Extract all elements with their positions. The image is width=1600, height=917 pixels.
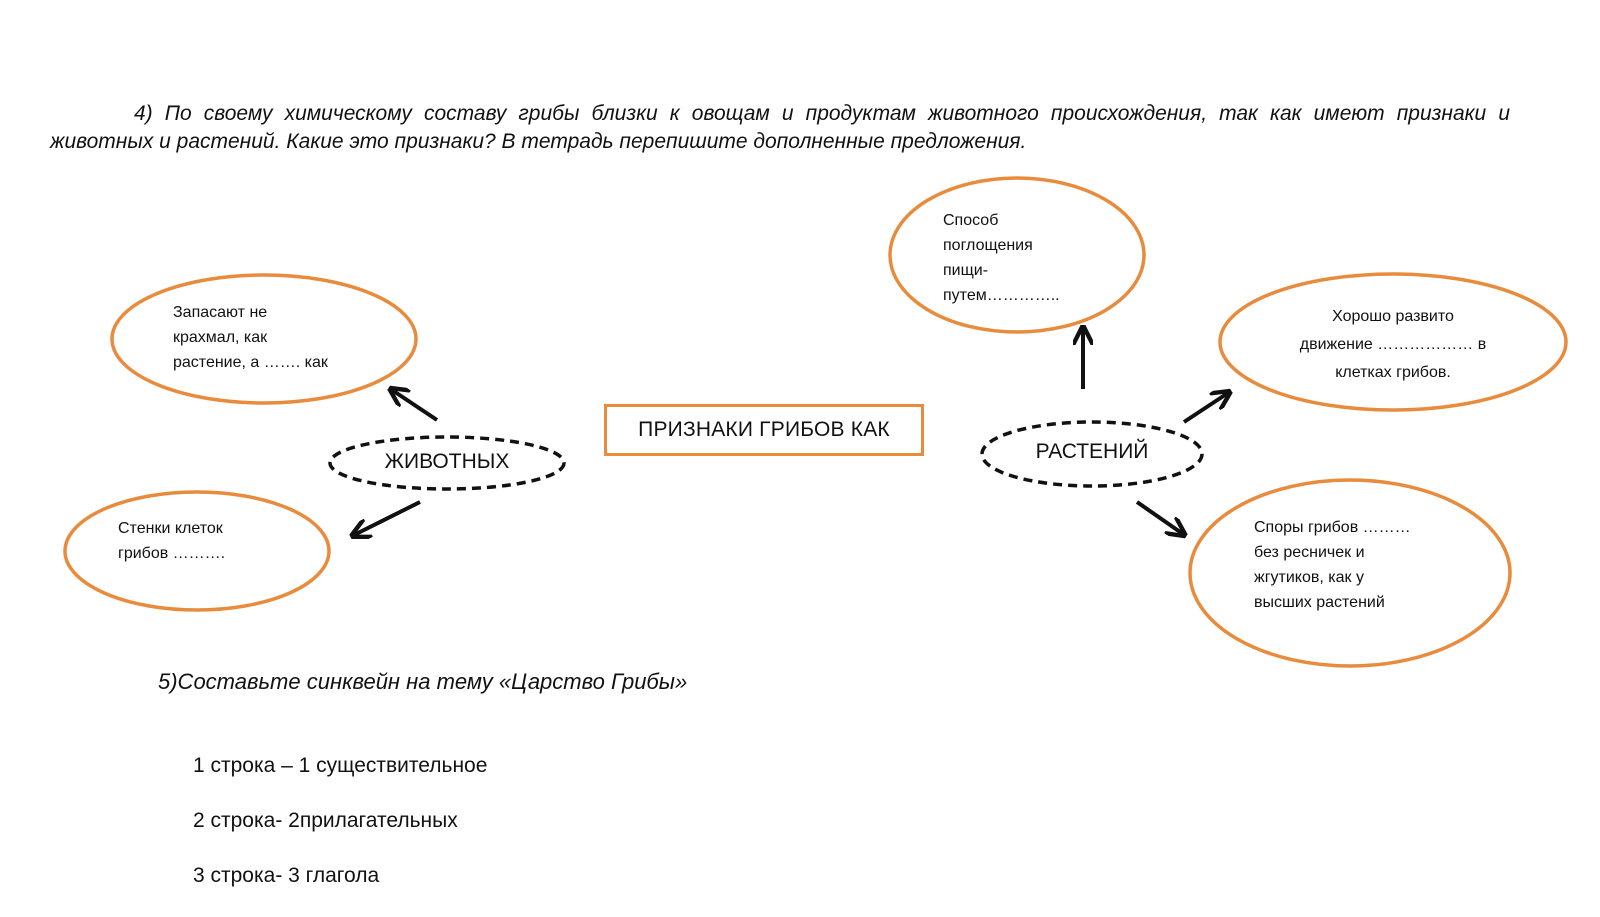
- bubble-line: клетках грибов.: [1335, 364, 1451, 381]
- bubble-line: без ресничек и: [1254, 544, 1365, 561]
- bubble-line: пищи-: [943, 262, 989, 279]
- dashed-ellipse-plants: [980, 420, 1204, 488]
- center-box-label: ПРИЗНАКИ ГРИБОВ КАК: [638, 418, 890, 441]
- arrow-to-cell-walls: [354, 500, 421, 535]
- bubble-plants-spores-text: Споры грибов ……… без ресничек и жгутиков…: [1254, 515, 1411, 615]
- bubble-line: жгутиков, как у: [1254, 569, 1364, 586]
- task-4-text: 4) По своему химическому составу грибы б…: [50, 102, 1510, 153]
- bubble-line: крахмал, как: [173, 329, 268, 346]
- arrow-to-movement: [1182, 393, 1228, 424]
- dashed-ellipse-animals: [328, 435, 566, 491]
- bubble-line: Хорошо развито: [1332, 308, 1454, 325]
- bubble-plants-nutrition-text: Способ поглощения пищи- путем…………..: [943, 208, 1060, 308]
- bubble-line: Запасают не: [173, 304, 268, 321]
- bubble-line: грибов ……….: [118, 545, 226, 562]
- center-box: ПРИЗНАКИ ГРИБОВ КАК: [604, 404, 924, 456]
- bubble-plants-nutrition: [888, 176, 1146, 334]
- arrow-to-storage: [392, 390, 439, 422]
- bubble-plants-spores: [1188, 478, 1512, 668]
- cinquain-line-2: 2 строка- 2прилагательных: [193, 809, 458, 832]
- bubble-line: Стенки клеток: [118, 520, 223, 537]
- bubble-animals-cell-walls-text: Стенки клеток грибов ……….: [118, 516, 225, 566]
- bubble-line: высших растений: [1254, 594, 1385, 611]
- bubble-animals-storage: [110, 273, 418, 405]
- bubble-line: поглощения: [943, 237, 1033, 254]
- arrow-to-spores: [1135, 500, 1183, 534]
- task-5-title: 5)Составьте синквейн на тему «Царство Гр…: [158, 669, 688, 694]
- cinquain-line-3: 3 строка- 3 глагола: [193, 864, 380, 887]
- animals-label: ЖИВОТНЫХ: [384, 450, 510, 473]
- bubble-line: движение ……………… в: [1299, 336, 1487, 353]
- bubble-line: путем…………..: [943, 287, 1060, 304]
- cinquain-line-1: 1 строка – 1 существительное: [193, 754, 488, 777]
- bubble-line: растение, а ……. как: [173, 354, 328, 371]
- bubble-plants-movement: [1218, 272, 1568, 412]
- bubble-line: Споры грибов ………: [1254, 519, 1411, 536]
- bubble-animals-cell-walls: [63, 490, 331, 612]
- bubble-plants-movement-text: Хорошо развито движение ……………… в клетках…: [1288, 303, 1498, 387]
- bubble-animals-storage-text: Запасают не крахмал, как растение, а …….…: [173, 300, 328, 375]
- cinquain-lines: 1 строка – 1 существительное 2 строка- 2…: [193, 752, 487, 917]
- plants-label: РАСТЕНИЙ: [1035, 440, 1149, 463]
- bubble-line: Способ: [943, 212, 999, 229]
